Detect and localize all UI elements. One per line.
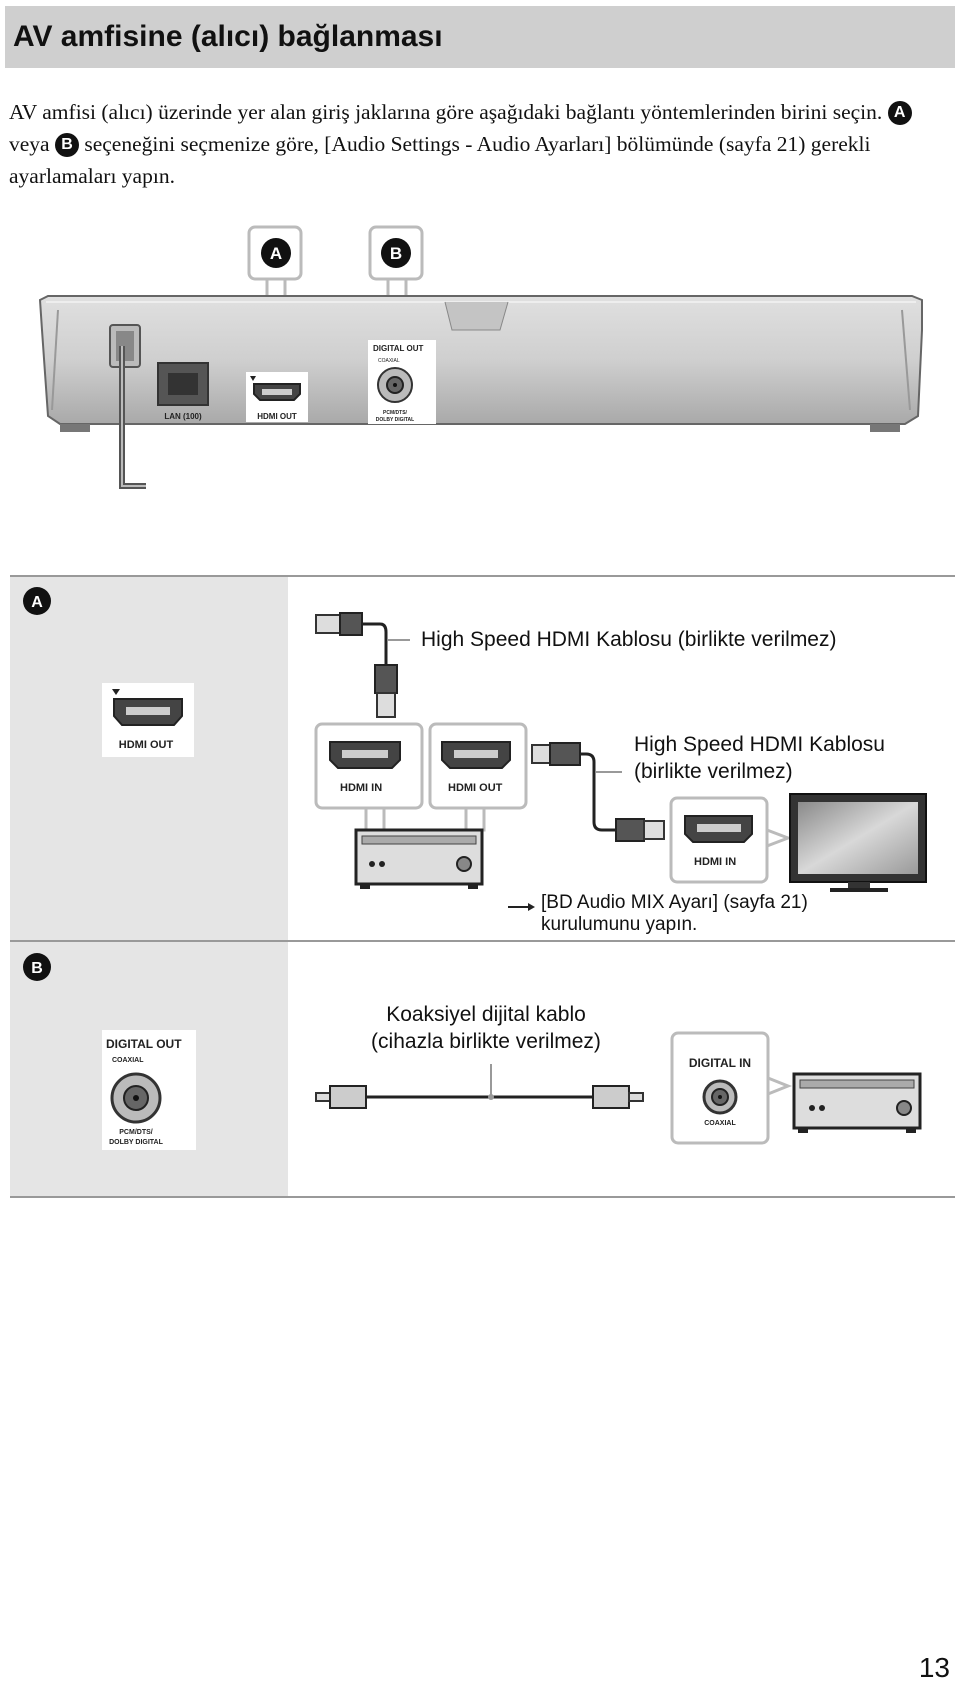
section-b-marker-icon — [23, 953, 51, 981]
page-number: 13 — [918, 1652, 950, 1683]
arrow-right-icon — [528, 903, 535, 911]
page-title: AV amfisine (alıcı) bağlanması — [13, 20, 443, 53]
callout-a-letter: A — [270, 244, 282, 263]
av-amplifier-a — [354, 828, 484, 889]
intro-text-2: veya — [9, 132, 50, 156]
marker-b-icon: B — [54, 133, 79, 157]
amp-digital-in-label: DIGITAL IN — [689, 1056, 751, 1070]
hdmi-cable-1 — [315, 612, 410, 718]
audio-mix-note: [BD Audio MIX Ayarı] (sayfa 21) kurulumu… — [508, 892, 808, 935]
av-amplifier-b — [792, 1072, 922, 1133]
amp-digital-in-callout: DIGITAL IN COAXIAL — [670, 1031, 793, 1145]
lan-port: LAN (100) — [157, 362, 209, 421]
section-a: A HDMI OUT High Speed HDMI Kablosu (birl… — [10, 575, 955, 941]
section-b: B DIGITAL OUT COAXIAL PCM/DTS/ DOLBY DIG… — [10, 940, 955, 1198]
callout-a: A — [247, 225, 303, 397]
tv-hdmi-in-label: HDMI IN — [694, 856, 736, 868]
section-b-marker: B — [31, 960, 43, 977]
section-b-coaxial-port: DIGITAL OUT COAXIAL PCM/DTS/ DOLBY DIGIT… — [102, 1030, 196, 1150]
pcm-label-2: DOLBY DIGITAL — [376, 417, 414, 423]
pcm-label-1: PCM/DTS/ — [383, 410, 408, 416]
amp-hdmi-out-label: HDMI OUT — [448, 782, 503, 794]
section-a-hdmi-label: HDMI OUT — [119, 739, 174, 751]
hdmi-out-label: HDMI OUT — [257, 412, 297, 421]
intro-text-3: seçeneğini seçmenize göre, [Audio Settin… — [9, 132, 871, 188]
digital-out-label: DIGITAL OUT — [373, 344, 423, 353]
tv-icon — [789, 793, 927, 892]
callout-b-letter: B — [390, 244, 402, 263]
section-b-coaxial-label: COAXIAL — [112, 1057, 144, 1064]
amp-hdmi-callout: HDMI IN HDMI OUT — [314, 722, 528, 832]
section-b-digital-out-label: DIGITAL OUT — [106, 1037, 182, 1051]
section-a-marker: A — [31, 594, 43, 611]
section-a-hdmi-port: HDMI OUT — [102, 683, 194, 757]
hdmi-cable-2 — [531, 742, 665, 842]
coax-cable-label-line1: Koaksiyel dijital kablo — [386, 1003, 586, 1026]
marker-a-icon: A — [887, 101, 912, 125]
section-b-pcm-label-1: PCM/DTS/ — [119, 1129, 153, 1136]
digital-out-port: DIGITAL OUT COAXIAL PCM/DTS/ DOLBY DIGIT… — [368, 340, 436, 424]
cable-2-label-line1: High Speed HDMI Kablosu — [634, 733, 885, 756]
intro-text-1: AV amfisi (alıcı) üzerinde yer alan giri… — [9, 100, 883, 124]
amp-hdmi-in-label: HDMI IN — [340, 782, 382, 794]
section-a-marker-icon — [23, 587, 51, 615]
cable-1-label: High Speed HDMI Kablosu (birlikte verilm… — [421, 628, 836, 651]
cable-2-label-line2: (birlikte verilmez) — [634, 760, 793, 783]
lan-label: LAN (100) — [164, 412, 202, 421]
coaxial-cable — [315, 1064, 644, 1109]
coax-cable-label-line2: (cihazla birlikte verilmez) — [371, 1030, 601, 1053]
intro-paragraph: AV amfisi (alıcı) üzerinde yer alan giri… — [9, 96, 949, 192]
section-b-pcm-label-2: DOLBY DIGITAL — [109, 1139, 164, 1146]
title-bar: AV amfisine (alıcı) bağlanması — [5, 6, 955, 68]
coaxial-label: COAXIAL — [378, 358, 400, 364]
hdmi-out-port: HDMI OUT — [246, 372, 308, 422]
note-line2: kurulumunu yapın. — [541, 914, 697, 935]
tv-hdmi-callout: HDMI IN — [669, 796, 793, 884]
callout-b: B — [368, 225, 424, 332]
player-back-panel: A B LAN (100) — [38, 225, 923, 489]
amp-coaxial-label: COAXIAL — [704, 1120, 736, 1127]
note-line1: [BD Audio MIX Ayarı] (sayfa 21) — [541, 892, 808, 913]
power-cord — [109, 324, 146, 489]
